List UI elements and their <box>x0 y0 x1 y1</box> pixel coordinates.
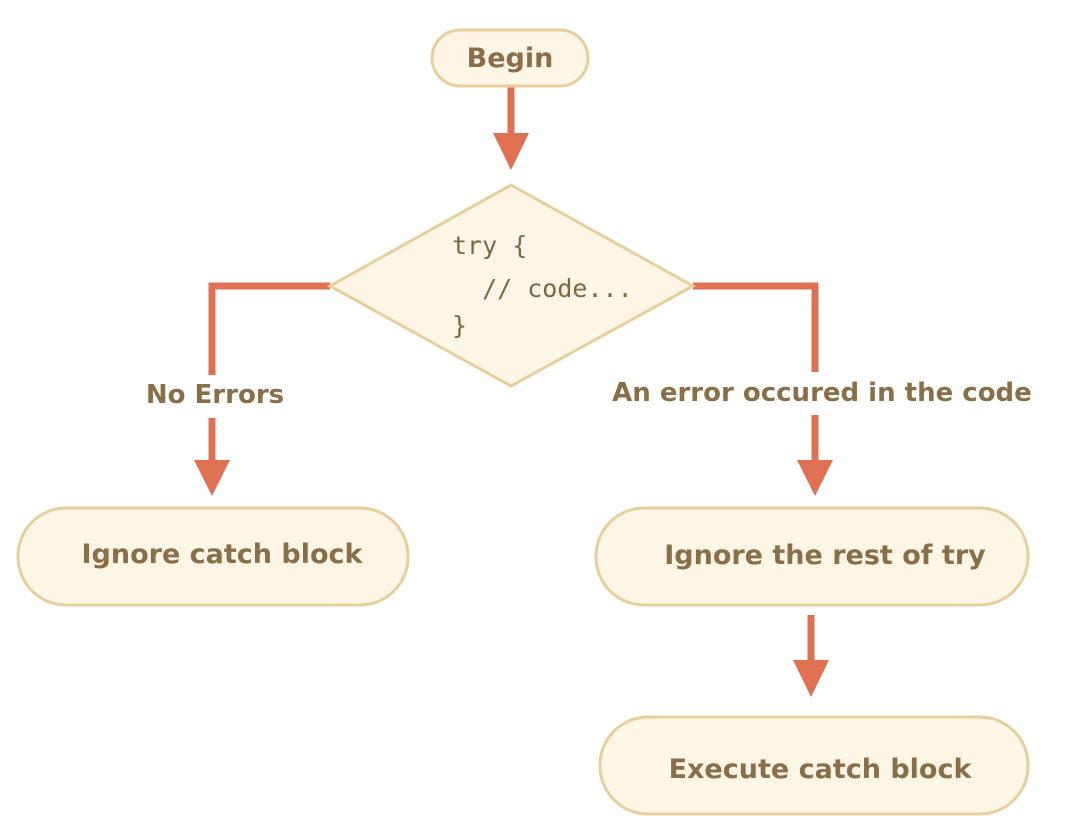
try-code-line-2: // code... <box>452 274 633 303</box>
connector-try-to-no-errors <box>208 282 330 375</box>
ignore-rest-of-try-label: Ignore the rest of try <box>664 540 986 571</box>
arrowhead-down-icon <box>194 460 230 496</box>
connectors <box>208 87 819 660</box>
execute-catch-block-node: Execute catch block <box>598 715 1030 816</box>
arrowhead-down-icon <box>493 133 529 170</box>
ignore-catch-block-label: Ignore catch block <box>81 539 363 570</box>
try-code-line-3: } <box>452 311 467 340</box>
begin-label: Begin <box>467 43 554 74</box>
try-code-line-1: try { <box>452 231 527 260</box>
arrowhead-down-icon <box>797 460 833 496</box>
connector-try-to-error <box>693 282 819 372</box>
begin-node: Begin <box>430 28 590 88</box>
no-errors-label: No Errors <box>146 380 284 410</box>
error-occurred-label: An error occured in the code <box>612 378 1032 408</box>
ignore-catch-block-node: Ignore catch block <box>16 506 410 607</box>
try-decision-node: try { // code... } <box>326 183 697 388</box>
ignore-rest-of-try-node: Ignore the rest of try <box>594 506 1030 607</box>
arrowheads <box>194 133 833 697</box>
arrowhead-down-icon <box>793 660 829 697</box>
execute-catch-block-label: Execute catch block <box>669 754 973 785</box>
